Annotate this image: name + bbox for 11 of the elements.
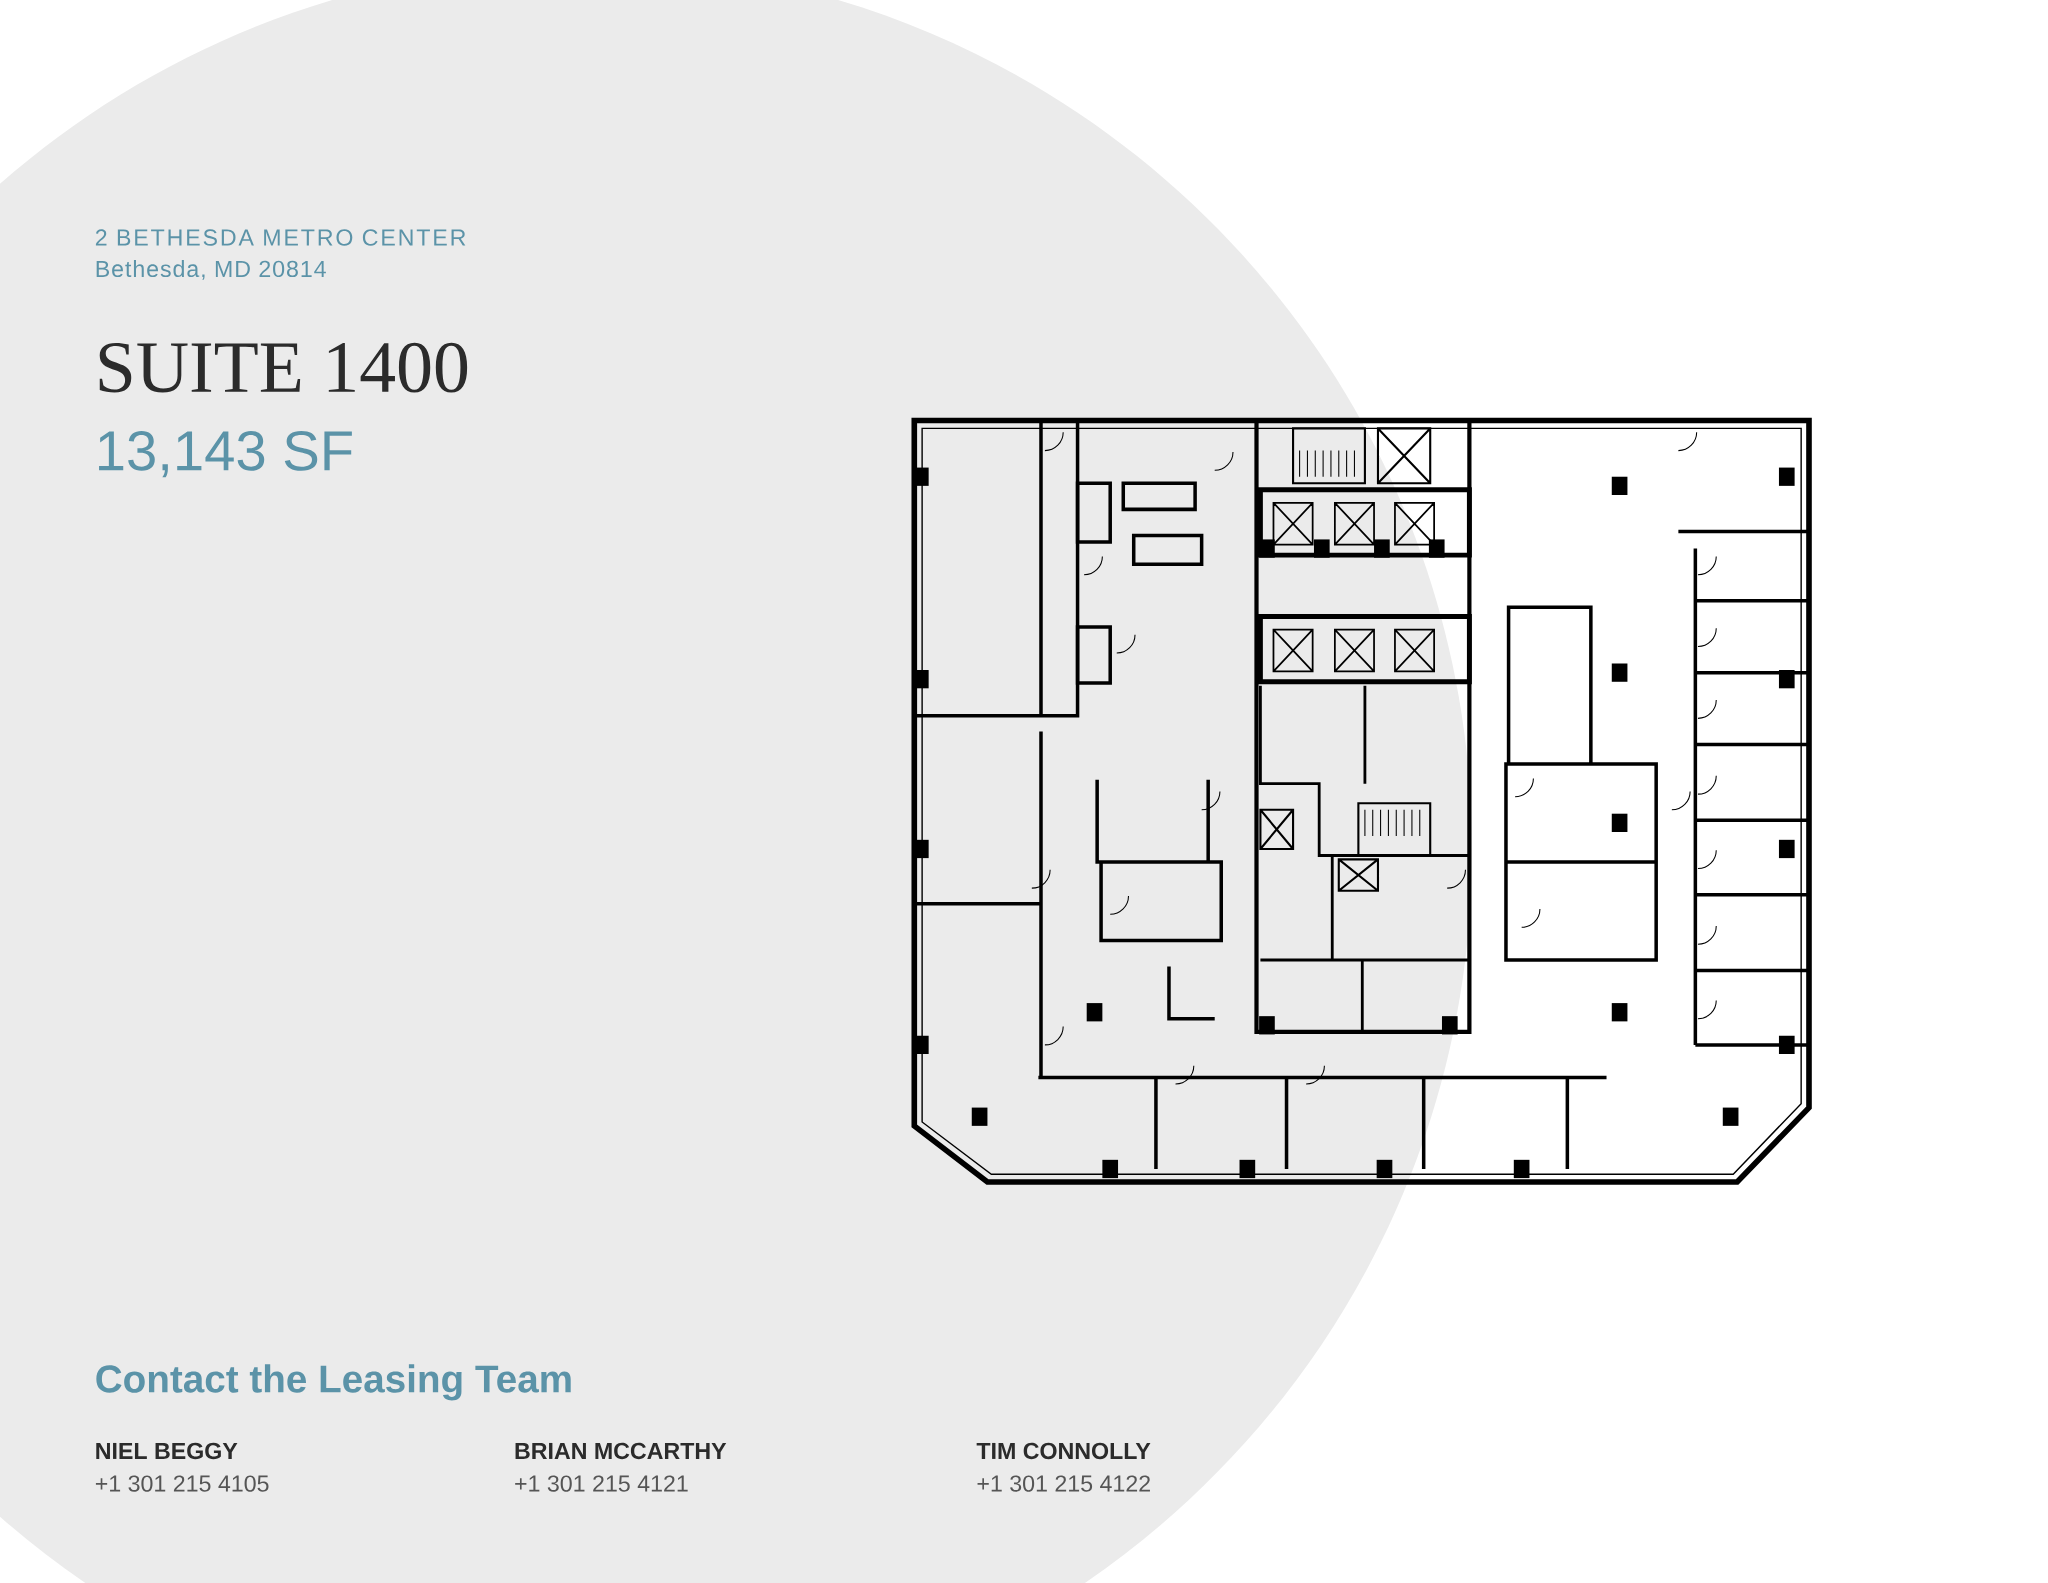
address-text: Bethesda, MD 20814 [96,260,326,280]
section-heading: Contact the Leasing Team [96,1364,571,1401]
area-text: 13,143 SF [99,430,352,478]
phone-number: +1 301 215 4122 [977,1475,1150,1492]
address-text: 2 BETHESDA METRO CENTER [95,229,466,246]
phone-number: +1 301 215 4105 [95,1475,269,1492]
contact-name: BRIAN MCCARTHY [515,1442,727,1460]
title: SUITE 1400 [99,342,468,393]
contact-name: TIM CONNOLLY [976,1442,1151,1460]
contact-name: NIEL BEGGY [96,1442,238,1460]
phone-number: +1 301 215 4121 [515,1475,688,1492]
